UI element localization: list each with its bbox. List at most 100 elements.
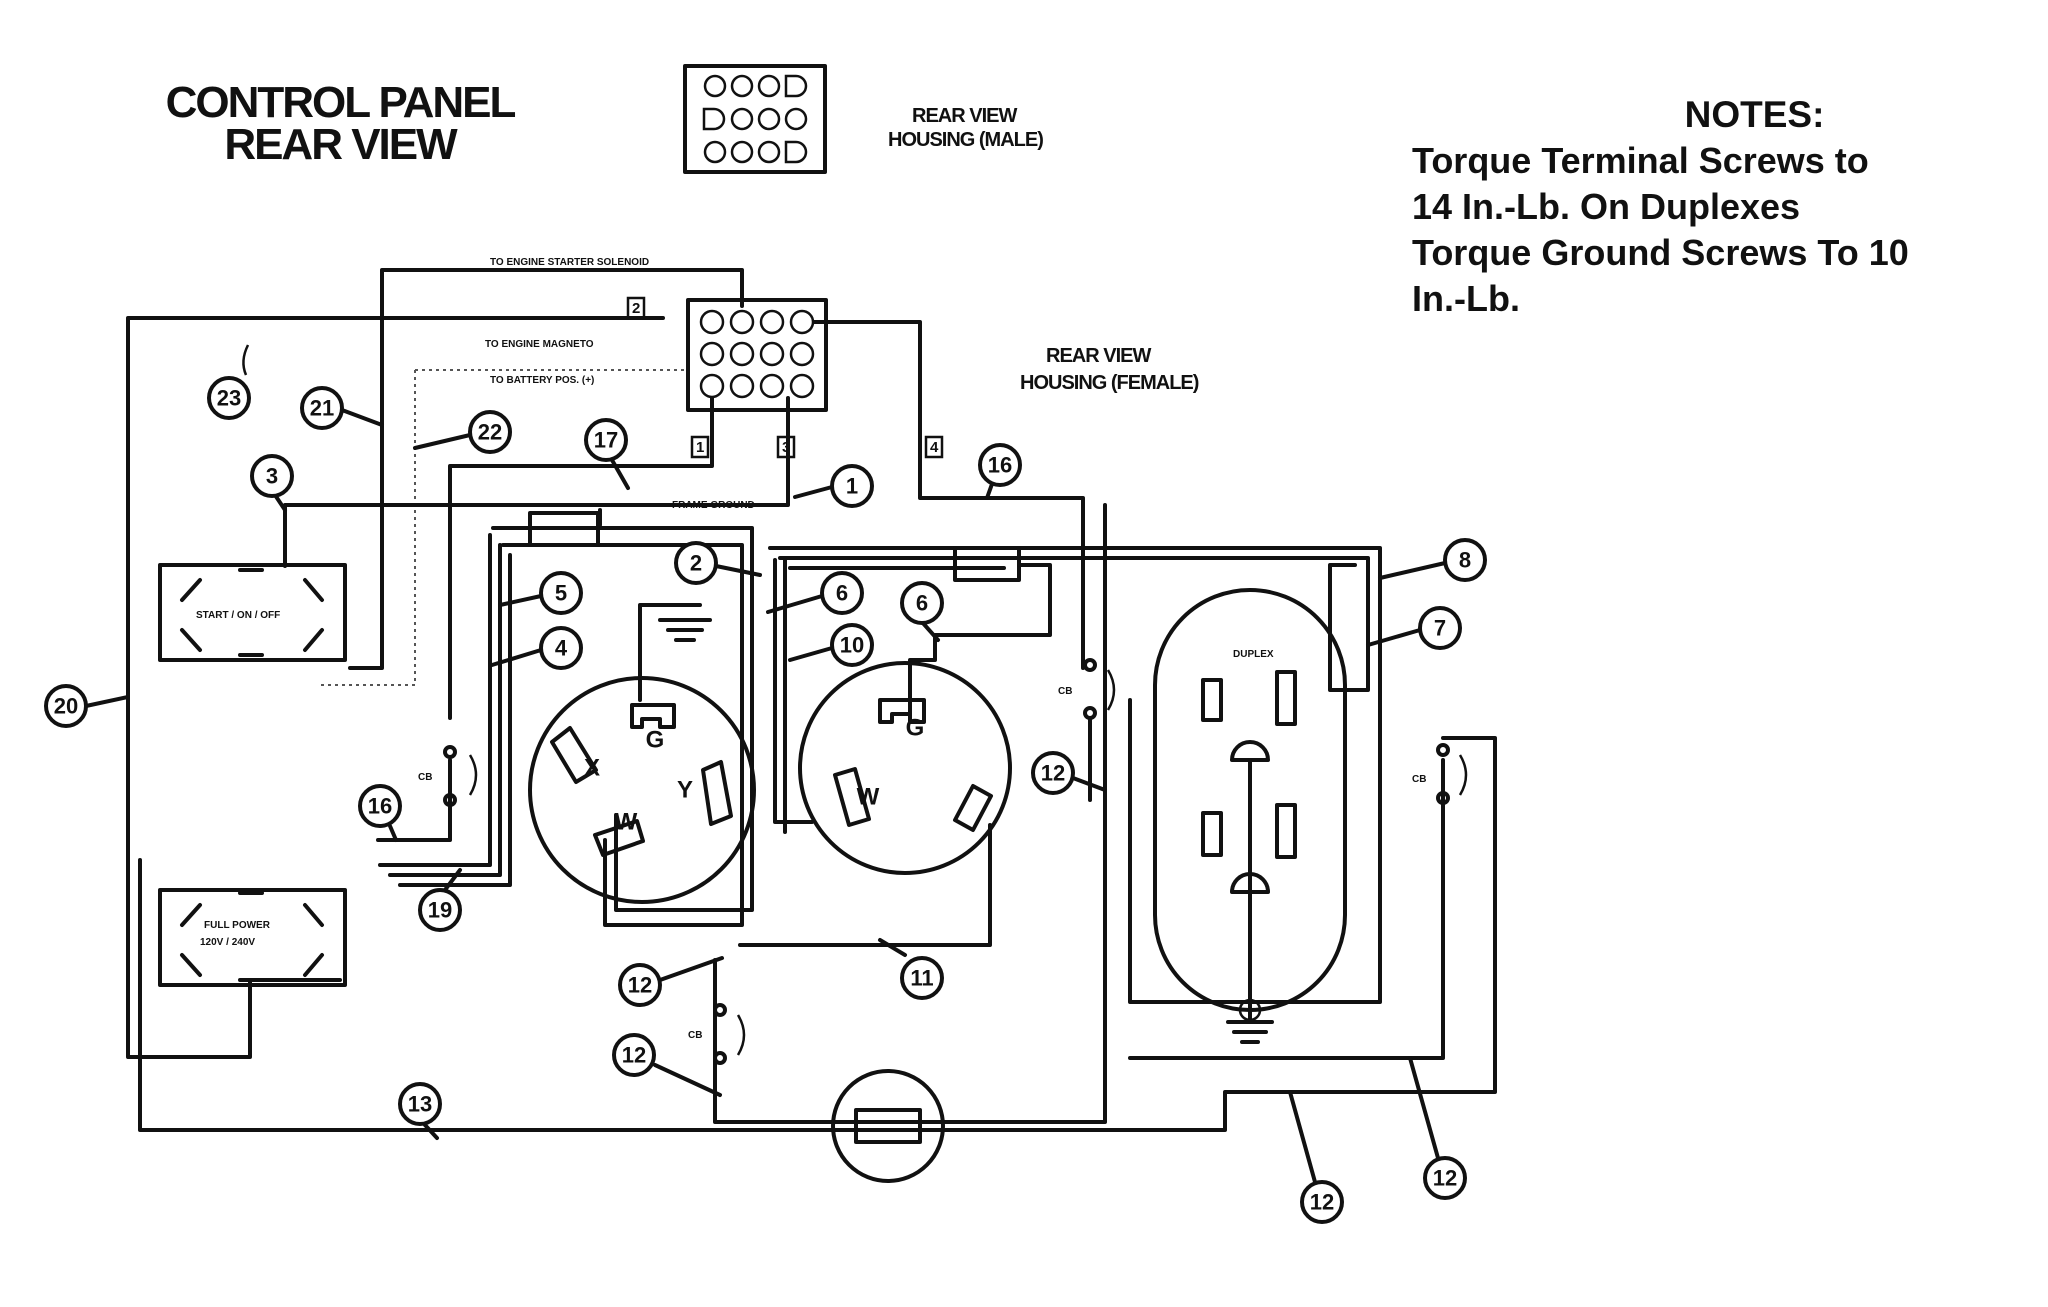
ground-symbol: [658, 618, 712, 642]
pin-label-4: 4: [930, 439, 939, 456]
callout-12a: [1031, 751, 1075, 795]
callout-19-text: 19: [428, 898, 452, 923]
callout-5-text: 5: [555, 581, 567, 606]
female-housing-label-2: HOUSING (FEMALE): [1020, 372, 1199, 394]
notes-line-3: Torque Ground Screws To 10: [1412, 232, 1909, 273]
callout-12e-text: 12: [1433, 1166, 1457, 1191]
circuit-breaker-left: [443, 745, 478, 807]
callout-2: [674, 541, 718, 585]
notes-line-1: Torque Terminal Screws to: [1412, 140, 1869, 181]
diagram-title: CONTROL PANEL REAR VIEW: [130, 78, 550, 169]
plug-left-letter-y: Y: [677, 777, 693, 804]
callout-20: [44, 684, 88, 728]
callout-6a-text: 6: [836, 581, 848, 606]
callout-4: [539, 626, 583, 670]
plug-right-letter-w: W: [857, 784, 880, 811]
callout-2-text: 2: [690, 551, 702, 576]
callout-12b-text: 12: [628, 973, 652, 998]
label-engine-magneto: TO ENGINE MAGNETO: [485, 339, 594, 350]
cb-label-left: CB: [418, 772, 432, 783]
plug-left-letter-w: W: [615, 809, 638, 836]
callout-21: [300, 386, 344, 430]
plug-left-letter-g: G: [646, 727, 665, 754]
callout-23-text: 23: [217, 386, 241, 411]
callout-12c-text: 12: [622, 1043, 646, 1068]
callout-10: [830, 623, 874, 667]
callout-11: [900, 956, 944, 1000]
start-switch: [158, 563, 347, 662]
callout-4-text: 4: [555, 636, 568, 661]
female-housing-label-1: REAR VIEW: [1046, 345, 1151, 367]
plug-left-letter-x: X: [584, 755, 600, 782]
callout-16b: [358, 784, 402, 828]
callout-12c: [612, 1033, 656, 1077]
callout-1: [830, 464, 874, 508]
callout-6b: [900, 581, 944, 625]
terminal-block-left: [528, 511, 600, 547]
label-starter-solenoid: TO ENGINE STARTER SOLENOID: [490, 257, 649, 268]
full-power-label-2: 120V / 240V: [200, 937, 255, 948]
duplex-receptacle: [1153, 588, 1347, 1044]
notes-block: NOTES: Torque Terminal Screws to 14 In.-…: [1412, 92, 2017, 322]
male-housing-label-2: HOUSING (MALE): [888, 129, 1043, 151]
notes-line-2: 14 In.-Lb. On Duplexes: [1412, 186, 1801, 227]
callouts: 1 2 3 4 5 6 6 7 8 10: [44, 344, 1487, 1224]
receptacle-right: [798, 661, 1012, 875]
callout-22: [468, 410, 512, 454]
callout-12d-text: 12: [1310, 1190, 1334, 1215]
pin-label-2: 2: [632, 300, 640, 317]
start-switch-label: START / ON / OFF: [196, 610, 280, 621]
full-power-label-1: FULL POWER: [204, 920, 271, 931]
callout-6a: [820, 571, 864, 615]
callout-7: [1418, 606, 1462, 650]
terminal-block-right: [953, 546, 1021, 582]
callout-17-text: 17: [594, 428, 618, 453]
callout-5: [539, 571, 583, 615]
title-line-2: REAR VIEW: [224, 120, 457, 169]
circuit-breaker-bottom: [713, 1003, 746, 1065]
callout-11-text: 11: [910, 966, 933, 991]
callout-13-text: 13: [408, 1092, 432, 1117]
callout-12d: [1300, 1180, 1344, 1224]
pin-label-1: 1: [696, 439, 704, 456]
callout-19: [418, 888, 462, 932]
callout-6b-text: 6: [916, 591, 928, 616]
callout-12a-text: 12: [1041, 761, 1065, 786]
circuit-breaker-mid: [1083, 658, 1116, 720]
notes-heading: NOTES:: [1684, 94, 1825, 135]
notes-line-4: In.-Lb.: [1412, 278, 1520, 319]
callout-22-text: 22: [478, 420, 502, 445]
cb-label-mid: CB: [1058, 686, 1072, 697]
callout-16b-text: 16: [368, 794, 392, 819]
wires: [126, 268, 1497, 1132]
female-housing-icon: [686, 298, 828, 412]
male-housing-icon: [683, 64, 827, 174]
callout-3-text: 3: [266, 464, 278, 489]
male-housing-label-1: REAR VIEW: [912, 105, 1017, 127]
callout-12e: [1423, 1156, 1467, 1200]
callout-13: [398, 1082, 442, 1126]
callout-17: [584, 418, 628, 462]
callout-20-text: 20: [54, 694, 78, 719]
callout-16a: [978, 443, 1022, 487]
cb-label-bottom: CB: [688, 1030, 702, 1041]
plug-right-letter-g: G: [906, 715, 925, 742]
callout-8-text: 8: [1459, 548, 1471, 573]
title-line-1: CONTROL PANEL: [165, 78, 517, 127]
callout-21-text: 21: [310, 396, 334, 421]
callout-8: [1443, 538, 1487, 582]
circuit-breaker-right: [1436, 743, 1468, 805]
callout-16a-text: 16: [988, 453, 1012, 478]
callout-1-text: 1: [846, 474, 858, 499]
duplex-label: DUPLEX: [1233, 649, 1274, 660]
cb-label-right: CB: [1412, 774, 1426, 785]
inline-fuse: [831, 1069, 945, 1183]
callout-23: [207, 376, 251, 420]
callout-12b: [618, 963, 662, 1007]
callout-3: [250, 454, 294, 498]
callout-7-text: 7: [1434, 616, 1446, 641]
label-battery-pos: TO BATTERY POS. (+): [490, 375, 594, 386]
receptacle-left: [528, 676, 756, 904]
callout-10-text: 10: [840, 633, 864, 658]
